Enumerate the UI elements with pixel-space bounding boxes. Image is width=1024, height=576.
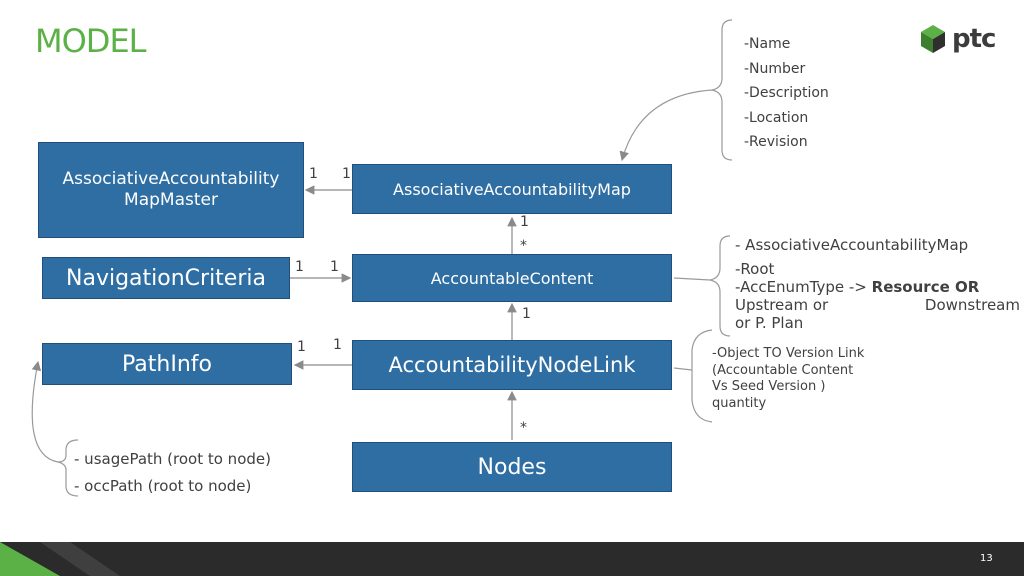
box-accountability-map-master: AssociativeAccountability MapMaster	[38, 142, 304, 238]
nodelink-attributes-list: -Object TO Version Link (Accountable Con…	[712, 346, 864, 412]
box-path-info: PathInfo	[42, 343, 292, 385]
map-attributes-list: -Name -Number -Description -Location -Re…	[744, 32, 829, 155]
footer-band	[0, 542, 1024, 576]
nodes-label: Nodes	[477, 454, 547, 480]
brace-map-attrs	[711, 19, 733, 161]
pathinfo-attributes-list: - usagePath (root to node) - occPath (ro…	[74, 446, 271, 500]
mult-content-above: *	[520, 238, 527, 254]
content-attr-root: -Root	[735, 260, 775, 278]
pathinfo-attr-occpath: - occPath (root to node)	[74, 477, 252, 495]
content-attr-enumtype: -AccEnumType -> Resource OR	[735, 278, 1020, 296]
nodelink-attr-3: Vs Seed Version )	[712, 379, 826, 394]
map-attr-revision: -Revision	[744, 134, 808, 151]
pathinfo-attr-usagepath: - usagePath (root to node)	[74, 450, 271, 468]
map-attr-name: -Name	[744, 36, 791, 52]
mult-master-left: 1	[309, 166, 318, 182]
box-accountable-content: AccountableContent	[352, 254, 672, 302]
box-accountability-node-link: AccountabilityNodeLink	[352, 340, 672, 390]
mult-master-right: 1	[342, 166, 351, 182]
mult-map-below: 1	[520, 214, 529, 230]
content-attributes-list: - AssociativeAccountabilityMap -Root -Ac…	[735, 236, 1020, 332]
master-label-line2: MapMaster	[124, 190, 218, 210]
master-label-line1: AssociativeAccountability	[62, 169, 280, 189]
content-attr-map: - AssociativeAccountabilityMap	[735, 236, 969, 254]
ptc-logo: ptc	[920, 24, 996, 54]
content-label: AccountableContent	[430, 268, 594, 288]
navigation-label: NavigationCriteria	[66, 265, 266, 291]
mult-nodes-above: *	[520, 420, 527, 436]
nodelink-attr-2: (Accountable Content	[712, 362, 854, 378]
box-nodes: Nodes	[352, 442, 672, 492]
line-content-attrs	[673, 277, 711, 281]
content-attr-enumtype-prefix: -AccEnumType ->	[735, 278, 872, 296]
page-number: 13	[980, 553, 993, 564]
curve-attrs-to-map	[619, 89, 713, 162]
box-navigation-criteria: NavigationCriteria	[42, 257, 290, 299]
mult-nav-right: 1	[330, 259, 339, 275]
content-attr-downstream: Downstream	[924, 296, 1020, 314]
page-title: MODEL	[35, 22, 146, 60]
content-attr-pplan: or P. Plan	[735, 314, 804, 332]
brace-content-attrs	[709, 235, 731, 337]
content-attr-upstream: Upstream or	[735, 296, 829, 314]
nodelink-attr-1: -Object TO Version Link	[712, 346, 865, 361]
content-attr-enumtype-bold: Resource OR	[871, 278, 980, 296]
curve-pathinfo-attrs	[31, 360, 59, 463]
pathinfo-label: PathInfo	[122, 351, 212, 377]
logo-text: ptc	[952, 24, 996, 54]
brace-nodelink-attrs	[691, 329, 713, 423]
mult-path-right: 1	[333, 337, 342, 353]
box-accountability-map: AssociativeAccountabilityMap	[352, 164, 672, 214]
map-attr-description: -Description	[744, 85, 829, 102]
map-attr-number: -Number	[744, 60, 806, 77]
nodelink-attr-4: quantity	[712, 395, 767, 411]
mult-path-left: 1	[297, 339, 306, 355]
nodelink-label: AccountabilityNodeLink	[388, 353, 636, 377]
map-attr-location: -Location	[744, 109, 809, 126]
content-attr-stream: Upstream or Downstream	[735, 296, 1020, 314]
mult-content-below: 1	[522, 306, 531, 322]
mult-nav-left: 1	[295, 259, 304, 275]
line-nodelink-attrs	[673, 367, 693, 371]
map-label: AssociativeAccountabilityMap	[393, 179, 631, 199]
ptc-logo-icon	[921, 25, 945, 53]
